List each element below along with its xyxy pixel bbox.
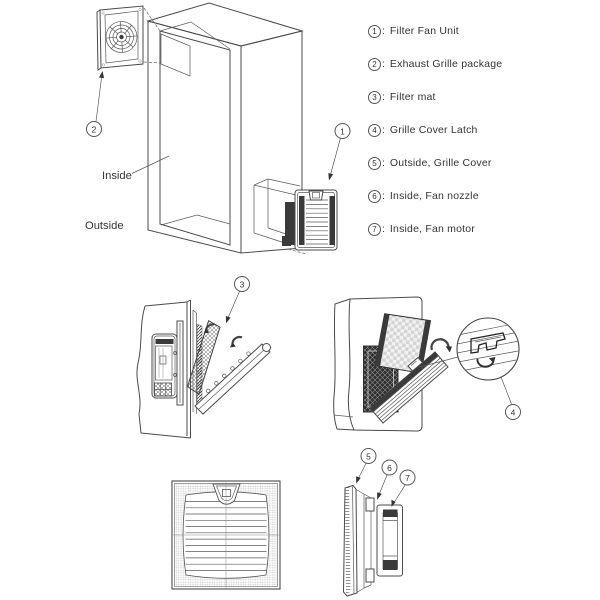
callout-4: 4 xyxy=(500,376,521,420)
legend-num-5: 5 xyxy=(368,156,381,170)
legend-label-3: Filter mat xyxy=(389,91,436,103)
callout-6: 6 xyxy=(377,459,398,500)
callout-1-arrowhead xyxy=(328,173,334,181)
legend-num-2: 2 xyxy=(368,57,381,71)
inside-label: Inside xyxy=(102,170,132,182)
legend-item-5: 5: Outside, Grille Cover xyxy=(368,156,502,170)
legend-label-4: Grille Cover Latch xyxy=(389,124,478,136)
callout-2-bubble xyxy=(86,121,102,137)
legend-label-5: Outside, Grille Cover xyxy=(389,157,492,169)
legend-label-1: Filter Fan Unit xyxy=(389,25,459,37)
callout-5: 5 xyxy=(356,448,377,484)
outside-label: Outside xyxy=(85,220,124,232)
filter-mat-figure: 3 xyxy=(136,276,271,439)
callout-3: 3 xyxy=(225,276,250,324)
legend-item-2: 2: Exhaust Grille package xyxy=(368,57,502,71)
callout-2: 2 xyxy=(86,71,104,137)
cabinet-overview-figure: 2 1 Inside Outside xyxy=(85,2,351,255)
legend-separator: : xyxy=(382,157,385,169)
legend-num-6: 6 xyxy=(368,189,381,203)
callout-1-bubble xyxy=(334,123,351,139)
callout-2-number: 2 xyxy=(92,125,97,135)
latch-detail-content xyxy=(457,322,519,372)
legend-item-3: 3: Filter mat xyxy=(368,90,502,104)
legend-separator: : xyxy=(382,124,385,136)
cover-latch-tab xyxy=(407,356,424,372)
fan-unit-side-view xyxy=(342,484,403,597)
latch-figure: 4 xyxy=(333,296,521,432)
rotation-arrow xyxy=(430,338,452,353)
callout-5-arrowhead xyxy=(356,476,361,484)
callout-3-arrowhead xyxy=(225,316,231,324)
legend-separator: : xyxy=(382,58,385,70)
legend-num-1: 1 xyxy=(368,24,381,38)
parts-legend: 1: Filter Fan Unit 2: Exhaust Grille packa… xyxy=(368,24,502,236)
callout-7-number: 7 xyxy=(405,473,410,483)
callout-3-bubble xyxy=(234,276,250,292)
legend-separator: : xyxy=(382,190,385,202)
legend-item-7: 7: Inside, Fan motor xyxy=(368,222,502,236)
callout-7-bubble xyxy=(399,469,416,486)
legend-label-6: Inside, Fan nozzle xyxy=(389,190,479,202)
callout-6-bubble xyxy=(381,459,398,476)
legend-separator: : xyxy=(382,223,385,235)
callout-2-arrowhead xyxy=(99,71,104,79)
legend-separator: : xyxy=(382,91,385,103)
grille-cover-open-drawing xyxy=(194,343,271,415)
fan-motor-side xyxy=(376,504,403,577)
legend-num-4: 4 xyxy=(368,123,381,137)
callout-6-arrowhead xyxy=(377,492,382,500)
insertion-arrows xyxy=(203,323,243,348)
filter-fan-unit-drawing xyxy=(253,178,338,255)
exploded-view-figure: 5 6 7 xyxy=(171,448,416,597)
legend-separator: : xyxy=(382,25,385,37)
legend-num-3: 3 xyxy=(368,90,381,104)
callout-1-number: 1 xyxy=(340,127,345,137)
fan-grille-pattern xyxy=(105,21,138,53)
callout-6-number: 6 xyxy=(387,463,392,473)
legend-item-6: 6: Inside, Fan nozzle xyxy=(368,189,502,203)
exhaust-grille-unit xyxy=(96,5,161,71)
cover-edge-hatch xyxy=(345,487,351,594)
callout-4-bubble xyxy=(505,404,521,420)
callout-4-number: 4 xyxy=(511,408,516,418)
insertion-arrowhead-left xyxy=(203,328,210,334)
latch-rotation-arrowhead xyxy=(488,357,496,364)
grille-cover-front-view xyxy=(171,480,281,590)
cabinet-drawing xyxy=(146,2,304,254)
grille-cover-open-drawing xyxy=(369,351,449,424)
callout-5-number: 5 xyxy=(366,452,371,462)
inside-outside-labels: Inside Outside xyxy=(85,155,170,232)
latch-detail-magnifier xyxy=(419,317,520,381)
fan-nozzle-side xyxy=(355,489,375,593)
legend-num-7: 7 xyxy=(368,222,381,236)
fan-unit-side-drawing xyxy=(151,320,184,406)
filter-mat-drawing xyxy=(186,319,221,395)
callout-3-number: 3 xyxy=(240,280,245,290)
callout-7: 7 xyxy=(391,469,416,507)
callout-7-arrowhead xyxy=(391,499,396,507)
rotation-arrowhead xyxy=(445,346,452,353)
insertion-arrowhead-right xyxy=(230,342,236,348)
legend-item-1: 1: Filter Fan Unit xyxy=(368,24,502,38)
callout-1: 1 xyxy=(328,123,351,181)
legend-label-2: Exhaust Grille package xyxy=(389,58,503,70)
legend-label-7: Inside, Fan motor xyxy=(389,223,476,235)
callout-5-bubble xyxy=(360,448,377,464)
legend-item-4: 4: Grille Cover Latch xyxy=(368,123,502,137)
